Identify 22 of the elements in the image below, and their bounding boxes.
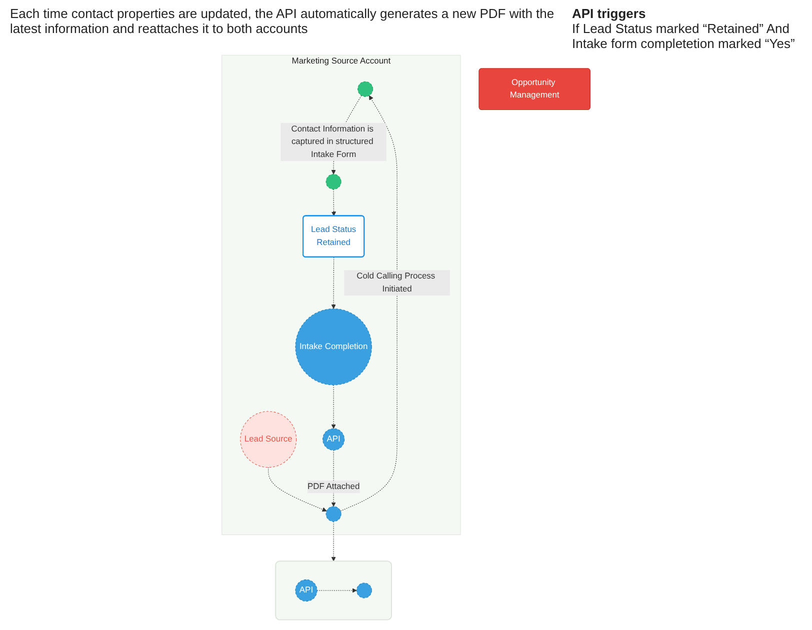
arrow	[331, 521, 336, 562]
note-text: If Lead Status marked “Retained” And Intake form completetion marked “Yes”	[572, 21, 796, 51]
arrow	[331, 256, 336, 310]
node-circle	[326, 174, 342, 190]
cluster	[275, 560, 392, 620]
arrow	[340, 95, 398, 512]
node-circle	[358, 81, 374, 97]
arrow	[331, 188, 336, 216]
edge-label: Contact Information is captured in structured Intake Form	[291, 124, 374, 159]
arrow	[316, 588, 357, 593]
node-circle: Lead Source	[240, 411, 297, 468]
arrow	[268, 467, 327, 512]
edge-label: Cold Calling Process Initiated	[356, 272, 436, 294]
edge-label: PDF Attached	[307, 482, 360, 492]
node-circle: Intake Completion	[295, 308, 372, 386]
description-text: Each time contact properties are updated, the API automatically generates a new PDF with the latest information and reattaches it to both accounts	[10, 6, 556, 36]
node-circle: API	[322, 428, 345, 450]
node-circle	[356, 582, 372, 598]
node-circle	[326, 506, 342, 522]
note-heading: API triggers	[572, 6, 647, 21]
arrow	[331, 384, 336, 429]
node-circle: API	[295, 579, 318, 602]
